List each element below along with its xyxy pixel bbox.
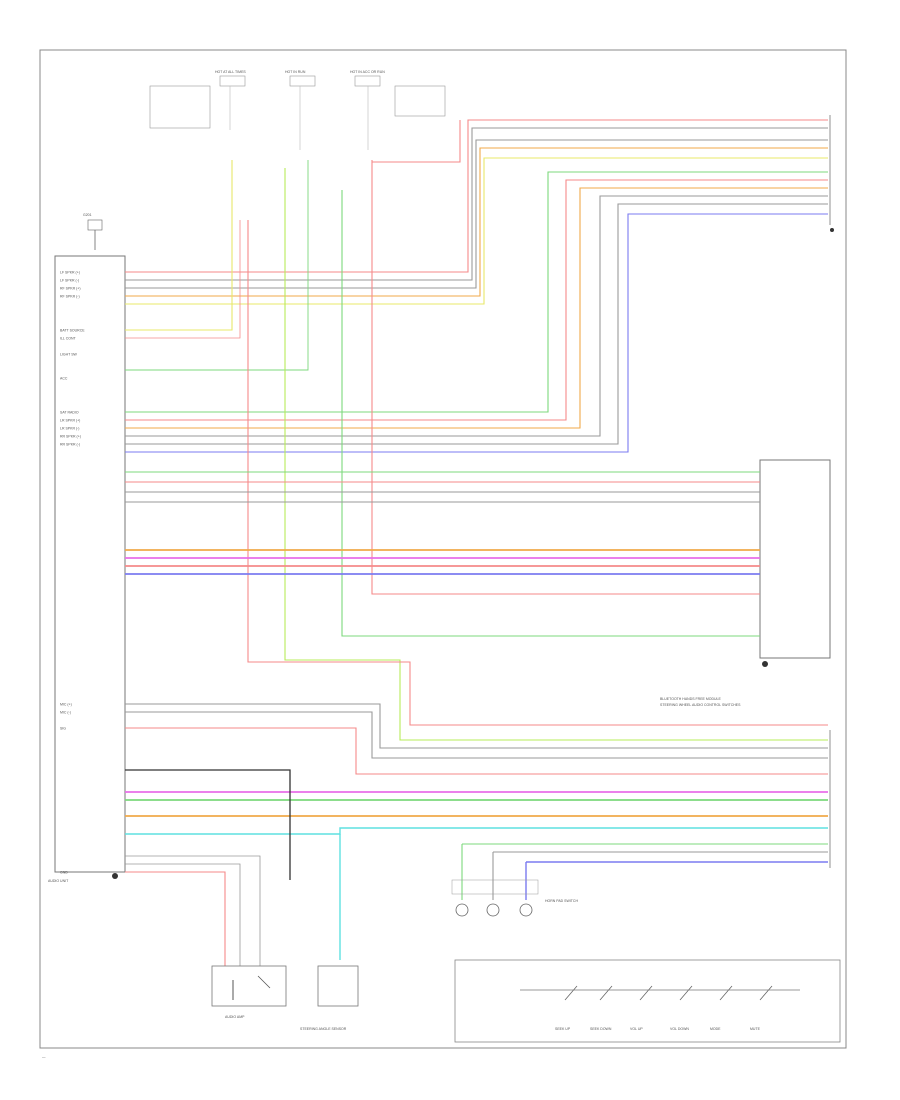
footer-code: — <box>42 1055 46 1059</box>
fuse-label-1: HOT AT ALL TIMES <box>215 70 246 74</box>
left-pin-label-1: LF SPKR (-) <box>60 279 79 283</box>
switch-3 <box>679 985 693 1001</box>
left-pin-label-10: LR SPKR (-) <box>60 427 79 431</box>
fuse-label-2: HOT IN RUN <box>285 70 306 74</box>
wire-7 <box>125 187 828 429</box>
bluetooth-module: BLUETOOTH HANDS FREE MODULE <box>660 459 831 701</box>
left-pin-label-7: ACC <box>60 377 68 381</box>
wire-28 <box>125 711 828 759</box>
bluetooth-module-label: BLUETOOTH HANDS FREE MODULE <box>660 697 721 701</box>
audio-amp-label: AUDIO AMP <box>225 1015 245 1019</box>
ground-symbol: G201 <box>83 213 103 250</box>
wire-11 <box>125 160 233 331</box>
switch-label-3: VOL DOWN <box>670 1027 689 1031</box>
switch-4 <box>719 985 733 1001</box>
wires <box>125 119 828 966</box>
right-connector: STEERING WHEEL AUDIO CONTROL SWITCHES <box>660 115 834 868</box>
left-pin-label-15: SIG <box>60 727 66 731</box>
fuse-block: HOT AT ALL TIMES HOT IN RUN HOT IN ACC O… <box>149 70 446 150</box>
wire-17 <box>247 220 828 726</box>
wire-29 <box>125 727 828 775</box>
left-pin-label-4: BATT SOURCE <box>60 329 85 333</box>
wire-14 <box>284 168 828 741</box>
switch-label-4: MODE <box>710 1027 721 1031</box>
wire-41 <box>125 769 291 880</box>
wire-8 <box>125 195 828 437</box>
wire-18 <box>372 120 461 163</box>
wire-42 <box>125 855 261 966</box>
left-pin-label-14: MIC (-) <box>60 711 71 715</box>
audio-amp: AUDIO AMP <box>211 965 287 1019</box>
left-pin-label-5: ILL CONT <box>60 337 76 341</box>
wire-13 <box>125 160 309 371</box>
switch-1 <box>599 985 613 1001</box>
left-pin-label-11: RR SPKR (+) <box>60 435 81 439</box>
ground-label: G201 <box>83 213 92 217</box>
audio-unit-module: AUDIO UNIT <box>48 255 126 883</box>
horn-pad-switch-label: HORN PAD SWITCH <box>545 899 578 903</box>
switch-0 <box>564 985 578 1001</box>
wire-3 <box>125 147 828 297</box>
wire-27 <box>125 703 828 749</box>
wire-4 <box>125 157 828 305</box>
switch-label-5: MUTE <box>750 1027 761 1031</box>
switch-2 <box>639 985 653 1001</box>
left-pin-label-9: LR SPKR (+) <box>60 419 80 423</box>
fuse-label-3: HOT IN ACC OR RUN <box>350 70 385 74</box>
wire-16 <box>341 190 760 637</box>
wire-43 <box>125 863 241 966</box>
wire-1 <box>125 127 828 281</box>
horn-pad-switch: HORN PAD SWITCH <box>451 879 578 917</box>
left-pin-label-0: LF SPKR (+) <box>60 271 80 275</box>
left-pin-label-16: GND <box>60 871 68 875</box>
switch-label-0: SEEK UP <box>555 1027 571 1031</box>
steering-angle-sensor-label: STEERING ANGLE SENSOR <box>300 1027 347 1031</box>
right-connector-label: STEERING WHEEL AUDIO CONTROL SWITCHES <box>660 703 741 707</box>
wire-10 <box>125 213 828 453</box>
switch-5 <box>759 985 773 1001</box>
wire-15 <box>371 160 760 595</box>
switch-array: SEEK UP SEEK DOWN VOL UP VOL DOWN MODE MUTE <box>454 959 841 1043</box>
left-pin-label-6: LIGHT SW <box>60 353 78 357</box>
left-pin-label-3: RF SPKR (-) <box>60 295 80 299</box>
left-pin-label-2: RF SPKR (+) <box>60 287 81 291</box>
left-pin-labels: LF SPKR (+) LF SPKR (-) RF SPKR (+) RF SPKR… <box>60 271 85 875</box>
diagram-frame <box>39 49 847 1049</box>
left-pin-label-13: MIC (+) <box>60 703 72 707</box>
left-pin-label-12: RR SPKR (-) <box>60 443 80 447</box>
wire-5 <box>125 171 828 413</box>
wire-44 <box>125 871 226 966</box>
left-pin-label-8: SAT RADIO <box>60 411 79 415</box>
wire-6 <box>125 179 828 421</box>
switch-label-2: VOL UP <box>630 1027 643 1031</box>
audio-unit-label: AUDIO UNIT <box>48 879 69 883</box>
wire-0 <box>125 119 828 273</box>
steering-angle-sensor: STEERING ANGLE SENSOR <box>300 965 359 1031</box>
wire-33 <box>125 827 828 835</box>
wire-12 <box>125 220 241 339</box>
wire-2 <box>125 139 828 289</box>
switch-label-1: SEEK DOWN <box>590 1027 612 1031</box>
